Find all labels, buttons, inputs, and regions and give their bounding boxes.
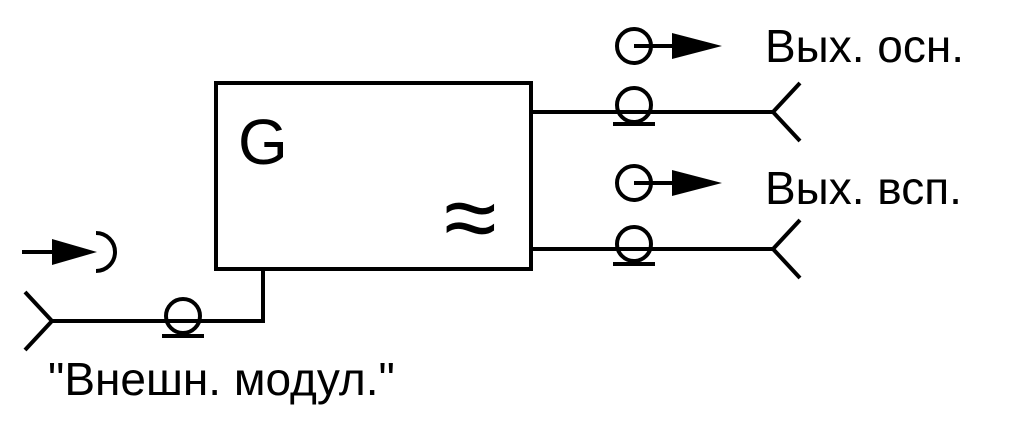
main-output-terminal-icon xyxy=(770,81,802,143)
aux-output-terminal-icon xyxy=(770,218,802,280)
input-terminal-icon xyxy=(23,290,55,352)
generator-symbol: G xyxy=(238,106,288,178)
generator-box xyxy=(214,81,533,271)
input-coax-connector-icon xyxy=(162,297,204,338)
ac-symbol: ≈ xyxy=(444,164,497,271)
aux-output-arrowhead-icon xyxy=(672,170,722,196)
aux-output-label: Вых. всп. xyxy=(765,162,962,214)
main-output-coax-connector-icon xyxy=(613,86,655,126)
aux-output-coax-connector-icon xyxy=(613,225,655,266)
input-label: "Внешн. модул." xyxy=(48,353,395,405)
input-line xyxy=(52,269,265,323)
main-output-arrowhead-icon xyxy=(672,33,722,59)
input-arrowhead-icon xyxy=(52,239,97,265)
main-output-label: Вых. осн. xyxy=(765,20,964,72)
